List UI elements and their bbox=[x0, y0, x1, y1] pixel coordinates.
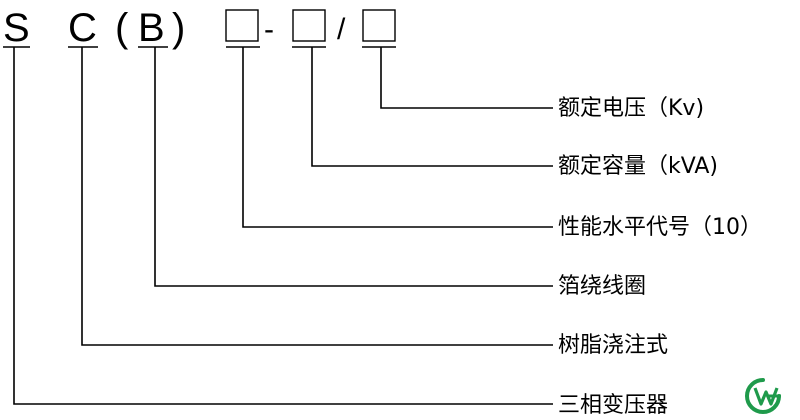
placeholder-box-voltage bbox=[362, 9, 396, 42]
code-paren-open: ( bbox=[115, 6, 129, 50]
leader-line-three-phase bbox=[13, 47, 553, 405]
label-rated-capacity: 额定容量（kVA) bbox=[558, 154, 718, 179]
label-performance-level: 性能水平代号（10） bbox=[558, 215, 762, 240]
code-dash: - bbox=[264, 13, 274, 46]
leader-line-foil-winding bbox=[154, 47, 553, 287]
leader-line-resin-cast bbox=[81, 47, 553, 346]
leader-line-rated-voltage bbox=[380, 47, 553, 109]
code-letter-s: S bbox=[3, 6, 30, 50]
code-letter-b: B bbox=[138, 6, 165, 50]
code-paren-close: ) bbox=[172, 6, 185, 50]
placeholder-box-capacity bbox=[292, 9, 326, 42]
label-rated-voltage: 额定电压（Kv) bbox=[558, 96, 704, 121]
leader-line-performance-level bbox=[242, 47, 553, 228]
code-slash: / bbox=[337, 13, 346, 46]
leader-line-rated-capacity bbox=[311, 47, 553, 167]
placeholder-box-performance bbox=[225, 9, 259, 42]
logo-icon bbox=[745, 378, 781, 414]
label-resin-cast: 树脂浇注式 bbox=[558, 333, 668, 358]
label-three-phase-transformer: 三相变压器 bbox=[558, 393, 668, 418]
code-letter-c: C bbox=[68, 6, 97, 50]
label-foil-winding: 箔绕线圈 bbox=[558, 274, 646, 299]
